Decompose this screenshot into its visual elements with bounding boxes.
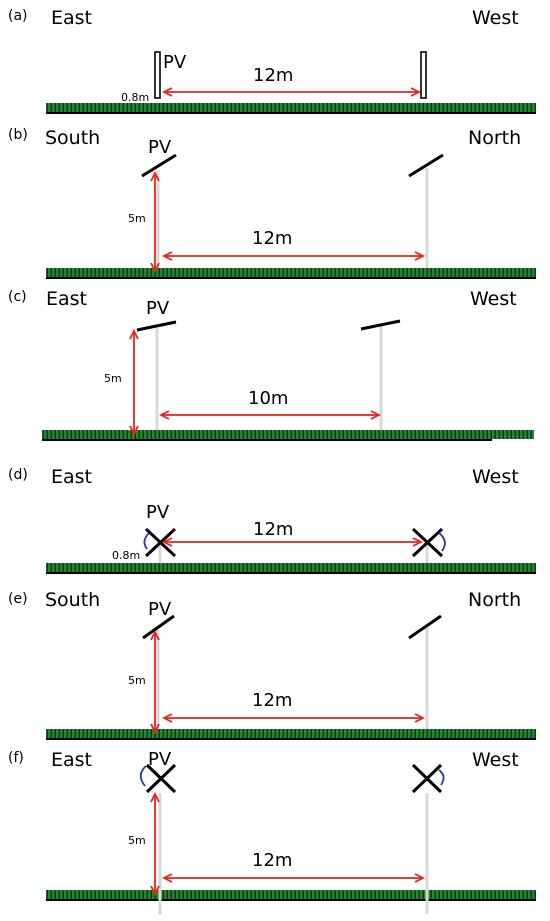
ground-a [46,103,536,114]
rotation-arc-left [139,765,147,787]
pv-panel-tilted-right [408,614,442,640]
direction-left: East [46,288,87,310]
panel-label: (e) [8,591,28,607]
distance-label: 12m [253,519,294,540]
panel-b: (b) South North PV 12m 5m [0,0,550,290]
direction-right: West [472,7,519,29]
rotation-arc-right [438,532,446,552]
distance-arrow [161,537,424,547]
panel-label: (a) [8,8,28,24]
panel-c: (c) East West PV 10m 5m [0,0,550,450]
distance-arrow [161,713,426,723]
height-label: 0.8m [121,91,150,104]
pv-panel-vertical-right [420,51,427,99]
height-arrow [129,328,139,437]
panel-label: (f) [8,750,24,766]
rotation-arc-left [143,532,150,550]
grass-strip [46,729,536,738]
height-arrow [150,170,160,274]
panel-a-drawing [46,51,536,114]
panel-label: (d) [8,467,28,483]
panel-a: (a) East West PV 12m 0.8m [0,0,550,150]
pv-label: PV [163,52,187,73]
panel-b-drawing [46,153,536,279]
grass-strip [46,890,536,899]
direction-right: West [472,749,519,771]
pv-panel-vertical-left [154,51,161,99]
height-label: 5m [128,212,146,225]
direction-left: South [45,127,101,149]
height-arrow [150,791,160,897]
direction-right: West [472,466,519,488]
direction-right: West [470,288,517,310]
pv-tracker-left [144,527,177,558]
panel-label: (b) [8,127,28,143]
pv-label: PV [148,749,172,770]
panel-d-drawing [46,527,536,574]
panel-label: (c) [8,289,27,305]
pv-tracker-right [411,763,443,794]
distance-label: 12m [253,65,294,86]
pv-label: PV [146,502,170,523]
direction-left: South [45,589,101,611]
pv-label: PV [146,298,170,319]
grass-strip [46,103,536,112]
grass-strip [42,430,534,439]
pv-panel-tilted-right [408,153,444,178]
pv-panel-tilted-left [141,153,177,178]
direction-right: North [468,589,522,611]
distance-arrow [161,873,426,883]
height-label: 5m [104,372,122,385]
direction-right: North [468,127,522,149]
direction-left: East [51,466,92,488]
panel-c-drawing [42,319,534,441]
distance-label: 12m [252,228,293,249]
pv-tracker-right [411,527,444,558]
distance-label: 12m [252,850,293,871]
rotation-arc-right [438,769,445,786]
pv-panel-tilted-left [136,320,177,332]
distance-arrow [161,251,426,261]
distance-arrow [161,87,422,97]
pv-panel-tilted-left [142,614,175,640]
direction-left: East [51,7,92,29]
height-label: 5m [128,674,146,687]
pv-label: PV [148,137,172,158]
panel-d: (d) East West PV 12m 0.8m [8,466,536,574]
distance-label: 12m [252,690,293,711]
panel-e-drawing [46,614,536,740]
grass-strip [46,563,536,572]
height-label: 0.8m [112,549,141,562]
direction-left: East [51,749,92,771]
panel-e: (e) South North PV 12m 5m [8,589,536,740]
distance-label: 10m [248,388,289,409]
pv-label: PV [148,599,172,620]
height-label: 5m [128,834,146,847]
height-arrow [150,629,160,735]
grass-strip [46,268,536,277]
pv-tracker-left [145,763,177,794]
pv-panel-tilted-right [360,319,401,331]
distance-arrow [158,410,382,420]
